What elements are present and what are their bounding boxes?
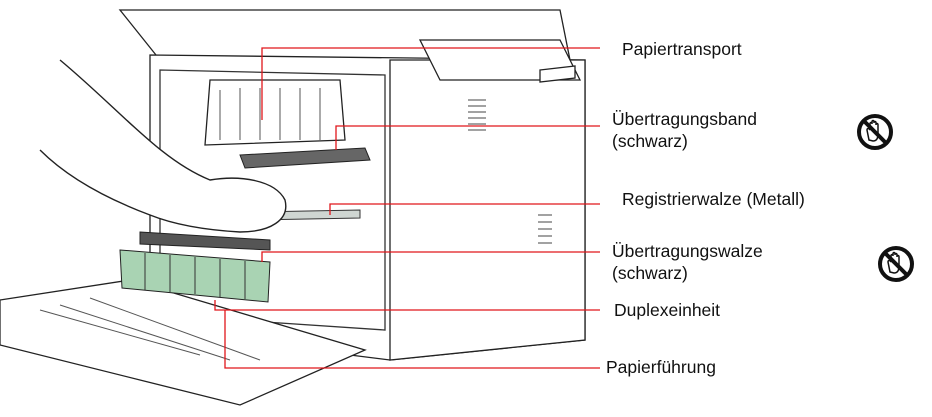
leader-registrierwalze [329, 203, 600, 215]
transfer-roller [139, 231, 271, 251]
leader-papiertransport [261, 47, 600, 120]
label-papiertransport: Papiertransport [622, 39, 742, 59]
leader-uebertragungswalze [261, 251, 600, 262]
leader-uebertragungsband [335, 125, 600, 150]
label-duplexeinheit: Duplexeinheit [614, 300, 721, 320]
label-uebertragungsband: Übertragungsband (schwarz) [612, 109, 757, 151]
no-touch-hand-icon [857, 114, 893, 150]
leader-duplexeinheit [214, 300, 600, 311]
leader-papierfuehrung [224, 310, 600, 369]
leader-lines [214, 47, 600, 369]
label-papierfuehrung: Papierführung [606, 357, 716, 377]
no-touch-hand-icon [878, 246, 914, 282]
hand [39, 59, 287, 233]
label-registrierwalze: Registrierwalze (Metall) [622, 189, 805, 209]
label-uebertragungswalze: Übertragungswalze (schwarz) [612, 241, 763, 283]
transfer-belt [239, 147, 371, 169]
open-door [0, 279, 367, 406]
